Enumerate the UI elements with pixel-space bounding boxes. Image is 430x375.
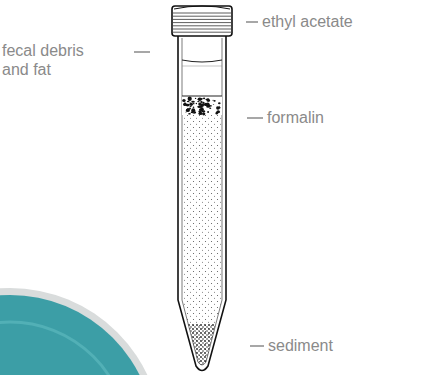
debris-speck [189,98,190,100]
debris-speck [182,99,185,102]
debris-speck [205,104,206,106]
debris-speck [200,101,202,103]
cap-groove [173,22,231,23]
debris-speck [187,108,190,111]
debris-speck [215,112,217,115]
debris-speck [184,102,187,105]
leader-line [247,117,263,119]
cap-groove [173,32,231,33]
debris-speck [198,106,202,108]
debris-speck [189,102,190,103]
solvent-meniscus [182,66,222,67]
debris-speck [207,99,210,101]
debris-speck [213,100,215,102]
debris-speck [206,99,209,101]
debris-speck [196,103,197,105]
layer-label: ethyl acetate [262,12,422,31]
cap-groove [173,13,231,14]
debris-speck [193,111,196,113]
leader-line [134,51,150,53]
debris-speck [192,103,194,104]
debris-speck [186,109,190,111]
debris-speck [207,111,209,113]
cap-grooves [173,13,231,32]
debris-speck [198,112,202,115]
layer-label: formalin [267,108,417,127]
debris-speck [188,113,191,115]
cap-groove [173,25,231,26]
debris-speck [190,106,192,107]
layer-label: sediment [268,336,418,355]
debris-speck [189,103,192,106]
debris-top [182,96,222,97]
decor-disc [0,295,155,375]
leader-line [246,21,258,23]
debris-speck [216,106,220,109]
screw-cap [172,6,232,36]
debris-speck [183,103,186,106]
layer-label: fecal debris and fat [2,41,102,79]
debris-speck [195,98,196,99]
debris-speck [210,105,212,107]
cap-groove [173,29,231,30]
debris-speck [213,104,214,106]
cap-top [174,6,230,9]
debris-speck [202,112,205,115]
debris-speck [188,97,192,102]
debris-speck [193,107,195,109]
debris-speck [218,107,220,109]
debris-specks [182,97,220,116]
debris-speck [202,102,204,103]
debris-speck [203,98,205,100]
cap-groove [173,19,231,20]
debris-speck [218,102,221,104]
debris-speck [206,103,210,106]
leader-line [250,345,264,347]
debris-speck [191,101,195,103]
debris-speck [185,111,186,113]
debris-layer [180,96,226,115]
solvent-surface [182,60,222,62]
decor-ring [0,288,162,375]
debris-speck [198,97,202,101]
sediment-layer [180,324,226,374]
cap-groove [173,16,231,17]
decor-inner-ring [0,322,128,375]
debris-speck [187,101,190,102]
debris-speck [209,107,211,108]
debris-speck [197,101,199,102]
formalin-layer [180,114,226,374]
